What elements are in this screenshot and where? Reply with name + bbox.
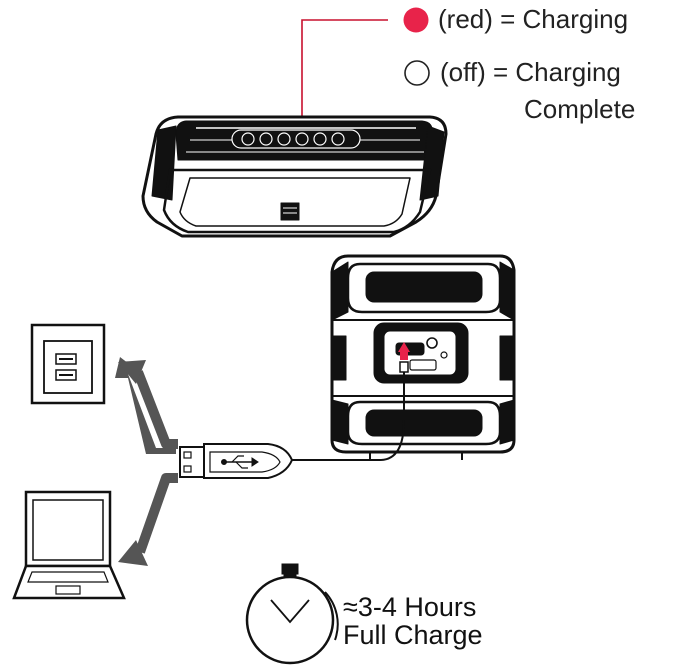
red-led-icon [403,7,429,33]
legend-complete-label-line2: Complete [524,94,636,124]
arrow-to-laptop-head [118,540,148,566]
speaker-top-view-icon [141,115,448,238]
stopwatch-icon [245,563,339,665]
leader-line [301,19,388,118]
charge-time-hours: ≈3-4 Hours [343,592,477,622]
arrow-to-wall-adapter-shaft [133,370,178,449]
arrow-to-wall-adapter-head [118,360,146,384]
usb-cable [290,368,405,461]
legend-charging-label: (red) = Charging [438,4,629,34]
off-led-icon [404,60,430,86]
charge-time-caption: Full Charge [343,620,483,650]
usb-plug-icon [179,443,300,479]
arrow-to-wall-adapter [115,357,176,454]
laptop-icon [12,490,126,600]
speaker-back-view-icon [330,254,516,460]
usb-wall-adapter-icon [30,323,106,405]
legend-complete-label-line1: (off) = Charging [440,57,621,87]
arrow-to-laptop-shaft [135,473,178,554]
